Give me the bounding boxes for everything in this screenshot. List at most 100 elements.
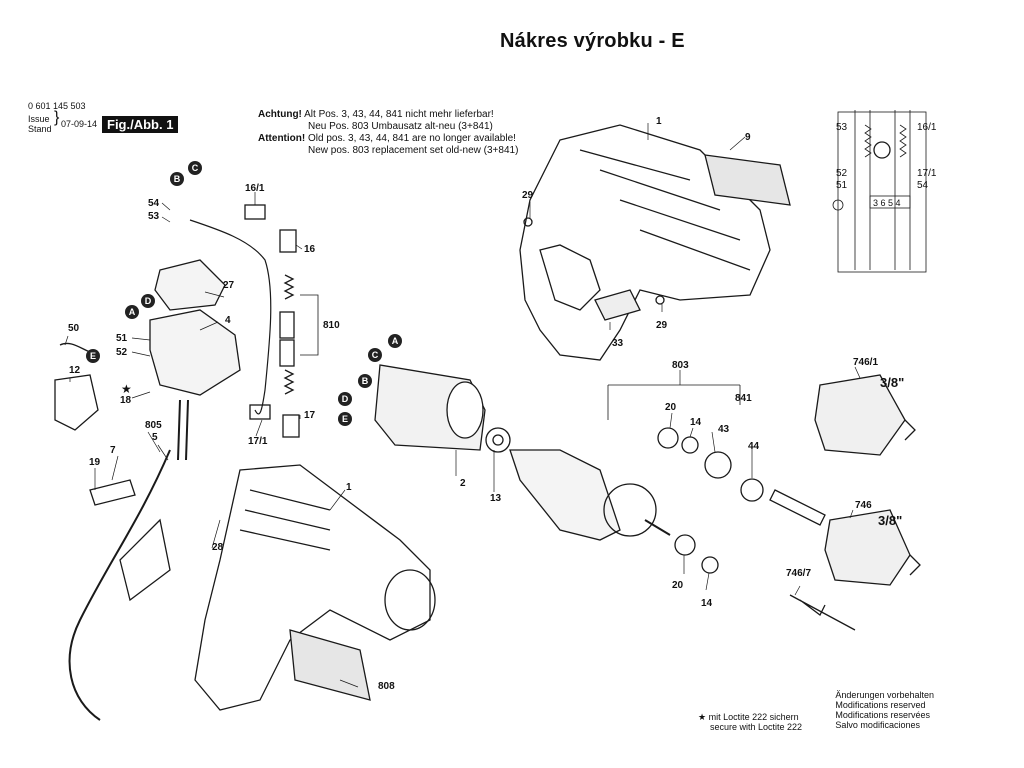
- warning-de-prefix: Achtung!: [258, 109, 302, 120]
- bearing-13: [485, 427, 511, 453]
- wiring-label-53: 53: [836, 122, 848, 133]
- reverse-switch-27: [154, 259, 226, 311]
- brush-springs: [283, 274, 295, 395]
- part-label-20-b: 20: [672, 580, 684, 591]
- part-label-9: 9: [745, 132, 751, 143]
- chuck-key-746-7: [789, 594, 856, 631]
- part-label-13: 13: [490, 493, 502, 504]
- part-label-16-1: 16/1: [245, 183, 265, 194]
- brush-cap-17-1: [249, 404, 271, 420]
- warning-de-line2: Neu Pos. 803 Umbausatz alt-neu (3+841): [308, 121, 493, 132]
- warning-en-line1: Old pos. 3, 43, 44, 841 are no longer av…: [308, 133, 516, 144]
- part-label-17: 17: [304, 410, 316, 421]
- switch-cover-33: [594, 289, 641, 321]
- part-label-43: 43: [718, 424, 730, 435]
- wiring-label-51: 51: [836, 180, 848, 191]
- wiring-terminals: 3 6 5 4: [873, 198, 901, 208]
- bearing-20-b: [674, 534, 696, 556]
- part-label-54: 54: [148, 198, 160, 209]
- loctite-note: ★ mit Loctite 222 sichern secure with Lo…: [698, 712, 802, 732]
- modifications-es: Salvo modificaciones: [835, 720, 920, 730]
- brush-holder-16: [279, 229, 297, 253]
- issue-label: Issue: [28, 114, 50, 124]
- label-plate-9: [704, 154, 791, 206]
- carbon-brush-a: [279, 311, 295, 339]
- star-icon: ★: [698, 712, 707, 722]
- part-label-16: 16: [304, 244, 316, 255]
- loctite-line2: secure with Loctite 222: [710, 722, 803, 732]
- gear-43: [704, 451, 732, 479]
- chuck-size-746: 3/8": [878, 513, 903, 528]
- part-label-1-top: 1: [656, 116, 662, 127]
- connector-b-stator: B: [358, 374, 372, 388]
- label-plate-808: [289, 629, 371, 701]
- connector-d-switch: D: [141, 294, 155, 308]
- armature: [509, 449, 621, 541]
- brush-holder-17: [282, 414, 300, 438]
- gear-44: [740, 478, 764, 502]
- connector-d-stator: D: [338, 392, 352, 406]
- spindle: [769, 489, 826, 526]
- wiring-schematic: [837, 111, 927, 273]
- star-icon-marker: ★: [121, 382, 132, 396]
- part-label-810: 810: [323, 320, 340, 331]
- part-label-50: 50: [68, 323, 80, 334]
- connector-e-suppressor: E: [86, 349, 100, 363]
- part-number: 0 601 145 503: [28, 101, 86, 111]
- part-label-841: 841: [735, 393, 752, 404]
- connector-b-switch: B: [170, 172, 184, 186]
- part-label-2: 2: [460, 478, 466, 489]
- connector-a-stator: A: [388, 334, 402, 348]
- connector-e-stator: E: [338, 412, 352, 426]
- carbon-brush-b: [279, 339, 295, 367]
- cable-clamp-7: [89, 479, 136, 506]
- chuck-746-1: [814, 374, 906, 456]
- cable-guard: [119, 518, 171, 602]
- chuck-746: [824, 509, 911, 586]
- figure-label: Fig./Abb. 1: [102, 116, 179, 133]
- issue-date: 07-09-14: [61, 119, 98, 129]
- connector-a-switch: A: [125, 305, 139, 319]
- modifications-en: Modifications reserved: [835, 700, 926, 710]
- modifications-note: Änderungen vorbehalten Modifications res…: [835, 690, 934, 730]
- part-label-29-a: 29: [522, 190, 534, 201]
- part-label-14-b: 14: [701, 598, 713, 609]
- warning-en-prefix: Attention!: [258, 133, 306, 144]
- part-label-19: 19: [89, 457, 101, 468]
- part-label-746-7: 746/7: [786, 568, 812, 579]
- part-label-1-bottom: 1: [346, 482, 352, 493]
- modifications-de: Änderungen vorbehalten: [835, 690, 934, 700]
- part-label-803: 803: [672, 360, 689, 371]
- stand-label: Stand: [28, 124, 52, 134]
- part-label-28: 28: [212, 542, 224, 553]
- modifications-fr: Modifications reservées: [835, 710, 930, 720]
- part-label-17-1: 17/1: [248, 436, 268, 447]
- sleeve-14-a: [681, 436, 699, 454]
- part-label-44: 44: [748, 441, 760, 452]
- connector-c-switch: C: [188, 161, 202, 175]
- part-label-51: 51: [116, 333, 128, 344]
- wiring-label-16-1: 16/1: [917, 122, 937, 133]
- brace-glyph: }: [54, 109, 60, 126]
- part-label-808: 808: [378, 681, 395, 692]
- part-label-29-b: 29: [656, 320, 668, 331]
- part-label-53: 53: [148, 211, 160, 222]
- wiring-label-54: 54: [917, 180, 929, 191]
- wiring-label-17-1: 17/1: [917, 168, 937, 179]
- loctite-line1: mit Loctite 222 sichern: [708, 712, 799, 722]
- part-label-20-a: 20: [665, 402, 677, 413]
- chuck-size-746-1: 3/8": [880, 375, 905, 390]
- part-label-746-1: 746/1: [853, 357, 879, 368]
- brush-lead-wire: [189, 219, 272, 415]
- fan: [603, 483, 657, 537]
- power-cable: [68, 449, 171, 721]
- part-label-805: 805: [145, 420, 162, 431]
- wire-50: [59, 342, 91, 353]
- page-title: Nákres výrobku - E: [500, 30, 685, 52]
- warning-de-line1: Alt Pos. 3, 43, 44, 841 nicht mehr liefe…: [304, 109, 494, 120]
- part-label-27: 27: [223, 280, 235, 291]
- ring-29-b: [655, 295, 665, 305]
- warning-block: Achtung! Alt Pos. 3, 43, 44, 841 nicht m…: [258, 109, 518, 157]
- warning-en-line2: New pos. 803 replacement set old-new (3+…: [308, 145, 519, 156]
